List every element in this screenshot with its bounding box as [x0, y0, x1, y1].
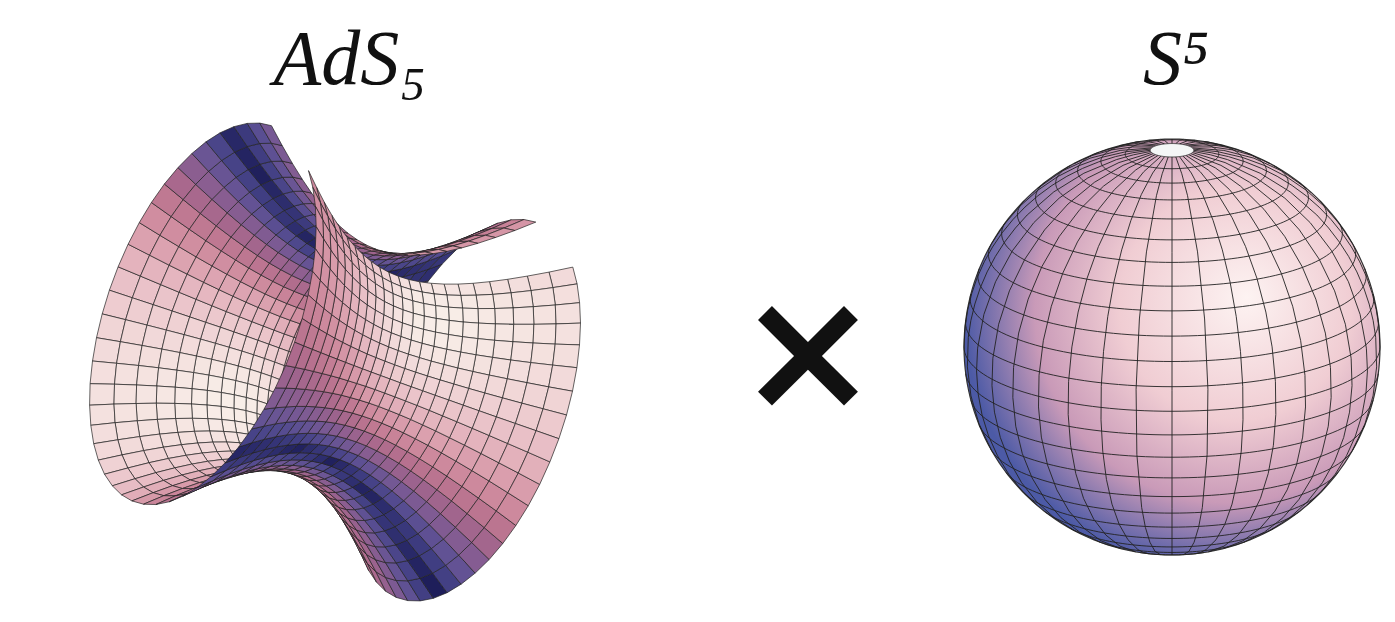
mesh-cell [114, 404, 137, 423]
mesh-cell [176, 418, 195, 432]
sphere-body [964, 139, 1380, 555]
mesh-cell [137, 419, 159, 436]
mesh-cell [197, 470, 226, 488]
mesh-cell [533, 324, 556, 344]
sphere-grid [964, 139, 1380, 555]
mesh-cell [478, 309, 495, 324]
mesh-cell [175, 370, 194, 389]
mesh-cell [156, 386, 175, 403]
mesh-cell [553, 284, 580, 305]
mesh-cell [286, 342, 304, 367]
mesh-cell [207, 390, 221, 406]
mesh-cell [90, 384, 115, 406]
mesh-cell [436, 318, 450, 334]
mesh-cell [180, 335, 201, 356]
mesh-cell [436, 306, 450, 321]
mesh-cell [175, 403, 193, 418]
mesh-cell [221, 406, 235, 421]
mesh-cell [225, 443, 252, 463]
mesh-cell [282, 161, 302, 179]
mesh-cell [463, 322, 479, 339]
mesh-cell [211, 458, 239, 477]
space-label: S⁵ [1143, 19, 1209, 97]
mesh-cell [461, 295, 478, 308]
mesh-cell [208, 419, 224, 432]
mesh-cell [192, 373, 209, 391]
mesh-cell [136, 403, 157, 421]
mesh-cell [447, 295, 463, 308]
mesh-cell [234, 395, 246, 411]
mesh-cell [90, 361, 117, 384]
space-label: AdS₅ [274, 19, 427, 97]
mesh-cell [159, 349, 180, 370]
mesh-cell [137, 366, 159, 387]
mesh-cell [511, 291, 533, 308]
mesh-cell [533, 305, 556, 324]
mesh-cell [192, 389, 208, 405]
mesh-cell [117, 342, 143, 366]
mesh-cell [136, 385, 157, 404]
mesh-cell [207, 405, 222, 420]
mesh-cell [473, 282, 493, 296]
mesh-cell [511, 342, 533, 363]
mesh-cell [234, 408, 247, 423]
mesh-cell [476, 294, 495, 308]
mesh-cell [508, 276, 531, 293]
mesh-cell [495, 324, 514, 342]
mesh-cell [252, 408, 276, 429]
mesh-cell [260, 123, 282, 146]
mesh-cell [513, 324, 534, 343]
mesh-cell [555, 303, 580, 324]
mesh-cell [156, 403, 175, 419]
mesh-cell [177, 353, 197, 373]
mesh-cell [490, 279, 512, 294]
sphere-surface [964, 139, 1380, 555]
mesh-cell [156, 494, 188, 505]
mesh-cell [207, 375, 223, 392]
mesh-cell [493, 340, 513, 360]
mesh-cell [531, 288, 555, 307]
mesh-cell [531, 343, 555, 365]
mesh-cell [449, 320, 464, 336]
mesh-cell [461, 337, 478, 355]
mesh-cell [264, 388, 286, 409]
mesh-cell [93, 338, 121, 364]
mesh-cell [555, 323, 580, 345]
mesh-cell [458, 283, 476, 295]
mesh-cell [221, 393, 234, 409]
mesh-cell [221, 378, 235, 395]
mesh-cell [513, 307, 534, 325]
mesh-cell [192, 418, 209, 431]
mesh-cell [476, 339, 495, 358]
mesh-cell [463, 308, 479, 323]
mesh-cell [528, 431, 559, 462]
mesh-cell [192, 404, 208, 419]
mesh-cell [194, 356, 212, 375]
mesh-cell [157, 419, 178, 435]
mesh-cell [295, 319, 311, 346]
mesh-cell [275, 366, 295, 389]
mesh-cell [553, 344, 580, 368]
pole-cap [1150, 144, 1193, 157]
mesh-cell [495, 308, 514, 324]
ads-surface [90, 123, 581, 601]
mesh-cell [157, 368, 177, 387]
product-sign: × [737, 265, 879, 435]
mesh-cell [434, 294, 449, 307]
mesh-cell [114, 384, 137, 404]
mesh-cell [271, 143, 292, 163]
mesh-cell [449, 307, 464, 322]
mesh-cell [139, 346, 162, 368]
mesh-cell [478, 323, 496, 340]
mesh-cell [493, 293, 513, 309]
mesh-cell [90, 404, 116, 425]
mesh-cell [222, 420, 237, 433]
mesh-cell [115, 363, 139, 385]
mesh-cell [549, 365, 577, 391]
mesh-cell [175, 387, 192, 404]
